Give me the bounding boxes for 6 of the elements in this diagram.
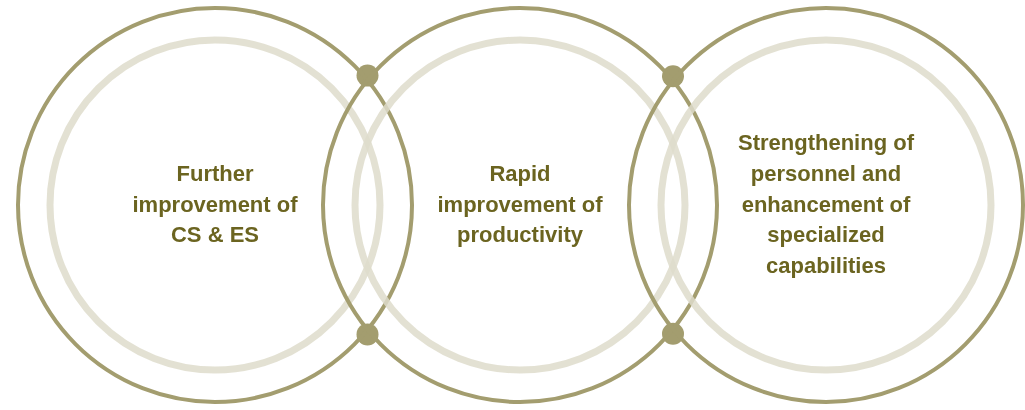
- circle-label: Rapid improvement of productivity: [436, 159, 604, 250]
- ring-circle: [320, 5, 720, 405]
- ring-circle: [15, 5, 415, 405]
- circle-label: Further improvement of CS & ES: [131, 159, 299, 250]
- ring-circle: [626, 5, 1025, 405]
- circle-label: Strengthening of personnel and enhancement of specialized capabilities: [737, 129, 915, 281]
